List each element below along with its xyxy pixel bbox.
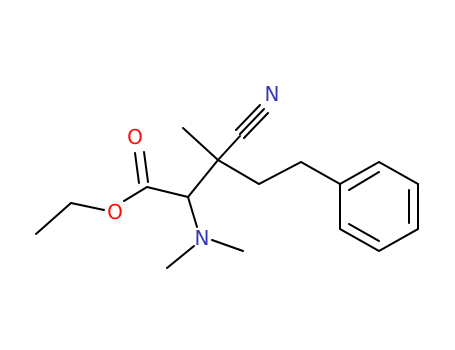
phenyl-ring xyxy=(339,160,419,253)
bond-ch2-ch2 xyxy=(258,161,302,185)
bond-ch2-phenyl xyxy=(300,161,341,185)
bond-carbonyl-double-a xyxy=(134,152,140,184)
bond-triple-b xyxy=(239,108,265,135)
backbone xyxy=(146,127,341,198)
bond-o-carbonyl-carbon xyxy=(123,186,148,202)
ethyl-group xyxy=(35,202,105,235)
bond-ch3-ch2 xyxy=(35,202,72,235)
carbonyl-oxygen-label: O xyxy=(127,125,143,149)
bond-calpha-cquat xyxy=(187,159,219,198)
bond-cquat-nitrile-carbon xyxy=(217,135,241,161)
nitrile-group xyxy=(217,104,269,161)
ring-inner-bond-1 xyxy=(348,171,380,191)
bond-n-methyl-left xyxy=(166,245,195,269)
bond-ch2-o xyxy=(70,202,105,211)
bond-carbonyl-calpha xyxy=(146,186,189,198)
ester-oxygen-label: O xyxy=(107,200,123,224)
ester-group xyxy=(123,151,149,202)
bond-triple-a xyxy=(235,104,261,131)
bond-triple-c xyxy=(243,112,269,139)
atom-labels: O O N N xyxy=(107,82,279,250)
bond-cquat-methyl xyxy=(182,127,219,161)
nitrile-nitrogen-label: N xyxy=(265,82,280,106)
bond-calpha-n xyxy=(187,196,198,228)
amine-nitrogen-label: N xyxy=(195,226,210,250)
ring-hexagon xyxy=(339,160,419,253)
ring-inner-bond-3 xyxy=(348,223,380,242)
bond-cquat-ch2 xyxy=(217,159,260,185)
bond-carbonyl-double-b xyxy=(143,151,149,183)
dimethylamino-group xyxy=(166,196,244,269)
bond-n-methyl-right xyxy=(211,239,244,252)
